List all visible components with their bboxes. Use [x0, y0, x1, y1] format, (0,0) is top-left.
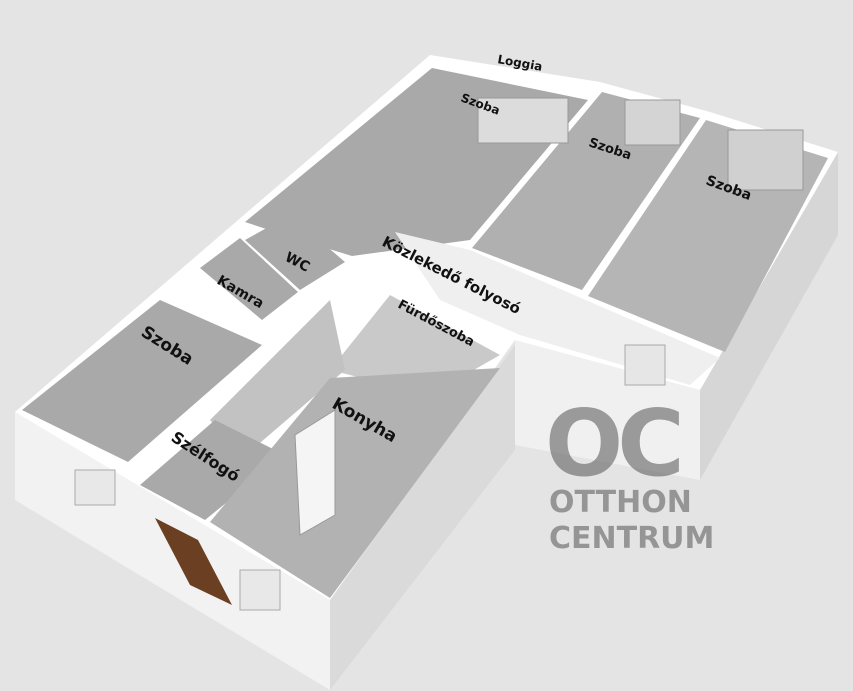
floor-szoba-left: [22, 300, 262, 462]
watermark-line1: OTTHON: [549, 485, 692, 520]
window-front-kitchen: [239, 569, 281, 611]
floor-wc: [245, 215, 345, 290]
floor-kamra: [200, 238, 298, 320]
window-right-wing: [624, 344, 666, 386]
window-front-left: [74, 469, 116, 506]
front-right-wall-face: [330, 345, 515, 690]
right-wing-side-face: [700, 152, 838, 480]
window-szoba-mid: [624, 99, 681, 146]
floor-hall: [210, 300, 345, 460]
watermark-line2: CENTRUM: [549, 521, 714, 556]
window-szoba-right: [727, 129, 804, 191]
entrance-door: [155, 518, 232, 605]
kitchen-door: [294, 409, 336, 536]
window-loggia: [477, 97, 569, 144]
floor-bathroom: [330, 295, 500, 395]
floor-vestibule: [140, 420, 285, 520]
right-wing-front-face: [515, 335, 700, 480]
watermark-logo: OC: [545, 390, 679, 497]
floor-kitchen: [210, 368, 500, 598]
